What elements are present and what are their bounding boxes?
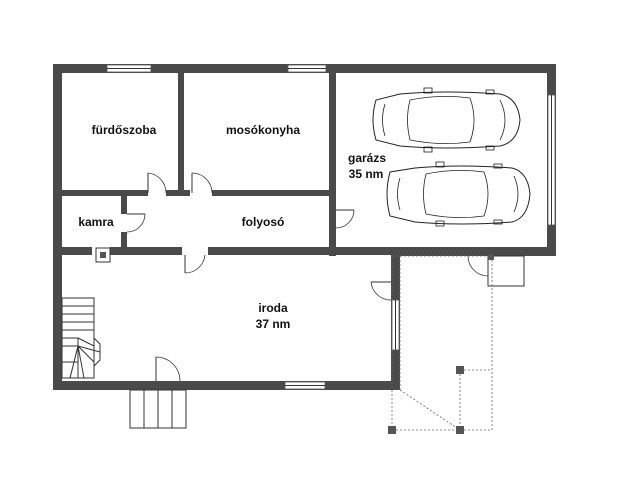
label-iroda: iroda <box>258 301 288 315</box>
label-kamra: kamra <box>78 215 114 229</box>
label-folyoso: folyosó <box>242 215 285 229</box>
windows <box>106 64 556 390</box>
entrance-steps <box>129 389 187 429</box>
interior-walls <box>62 73 391 256</box>
terrace <box>388 254 525 434</box>
staircase-icon <box>61 297 101 379</box>
label-furdoszoba: fürdőszoba <box>92 123 157 137</box>
doors <box>126 172 489 382</box>
door-swing-icon <box>335 209 355 229</box>
car-icon <box>372 87 521 153</box>
door-swing-icon <box>191 172 213 194</box>
door-swing-icon <box>467 255 489 277</box>
chimney <box>95 247 111 263</box>
door-swing-icon <box>126 213 146 233</box>
door-swing-icon <box>184 254 206 274</box>
door-swing-icon <box>155 356 181 382</box>
door-swing-icon <box>147 172 167 194</box>
door-swing-icon <box>370 281 392 301</box>
label-garazs: garázs <box>348 151 386 165</box>
label-mosokonyha: mosókonyha <box>226 123 300 137</box>
car-icon <box>386 161 531 227</box>
label-garazs-area: 35 nm <box>349 167 384 181</box>
room-labels: fürdőszoba mosókonyha garázs 35 nm kamra… <box>78 123 386 331</box>
label-iroda-area: 37 nm <box>256 317 291 331</box>
